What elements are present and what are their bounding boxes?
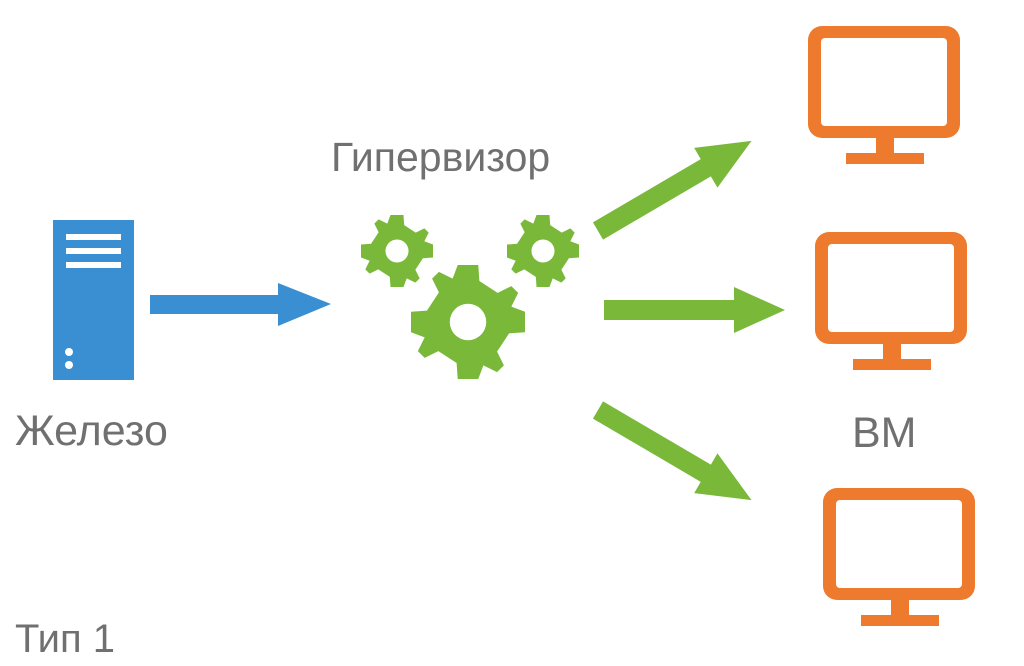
arrow-hardware-to-hypervisor	[150, 283, 331, 326]
monitor-icon	[808, 26, 960, 164]
monitor-icon	[823, 488, 975, 626]
hypervisor-label: Гипервизор	[331, 134, 551, 180]
arrow-hypervisor-to-vm-bottom	[592, 401, 752, 501]
type-label: Тип 1	[15, 617, 116, 661]
server-icon	[53, 220, 134, 380]
arrow-hypervisor-to-vm-top	[592, 140, 752, 240]
gears-icon	[361, 215, 579, 379]
vm-label: ВМ	[852, 409, 917, 457]
arrow-hypervisor-to-vm-middle	[604, 287, 785, 333]
monitor-icon	[815, 232, 967, 370]
hardware-label: Железо	[15, 407, 168, 455]
